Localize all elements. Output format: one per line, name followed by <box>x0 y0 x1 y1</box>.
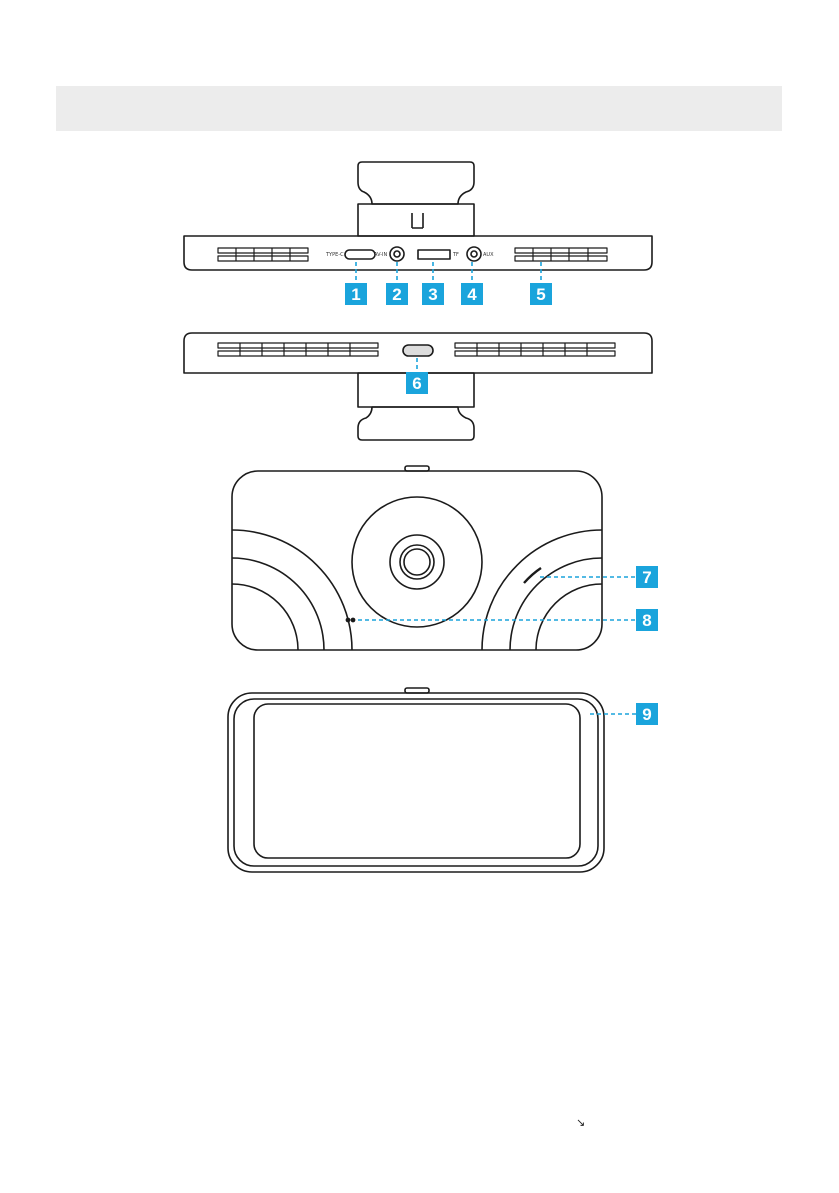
callout-8-label: 8 <box>642 611 651 630</box>
mount-clip <box>412 213 423 228</box>
callout-9-label: 9 <box>642 705 651 724</box>
callout-7-label: 7 <box>642 568 651 587</box>
callout-9: 9 <box>636 703 658 725</box>
front-arc-right-2 <box>510 558 602 650</box>
screen <box>254 704 580 858</box>
vents-bottom-right <box>455 343 615 356</box>
lens-glass <box>404 549 430 575</box>
back-body-inner <box>234 699 598 866</box>
back-body-outer <box>228 693 604 872</box>
front-view <box>232 466 602 650</box>
lens-outer-ring <box>352 497 482 627</box>
mount-stem-top <box>358 204 474 236</box>
back-view <box>228 688 604 872</box>
mount-knob-top <box>358 162 474 204</box>
port-label-tf: TF <box>452 252 459 258</box>
front-arc-right-3 <box>536 584 602 650</box>
callout-2-label: 2 <box>392 285 401 304</box>
callout-7: 7 <box>636 566 658 588</box>
callout-6-label: 6 <box>412 374 421 393</box>
mic-hole <box>351 618 354 621</box>
callout-3: 3 <box>422 283 444 305</box>
lens-inner <box>400 545 434 579</box>
leader-lines <box>356 262 636 714</box>
tf-slot <box>418 250 450 259</box>
callout-1: 1 <box>345 283 367 305</box>
callout-4-label: 4 <box>467 285 477 304</box>
callout-8: 8 <box>636 609 658 631</box>
mount-knob-bottom <box>358 407 474 440</box>
vents-right <box>515 248 607 261</box>
port-labels: TYPE-C AV-IN TF AUX <box>325 252 494 258</box>
aux-port <box>467 247 481 261</box>
speaker-slot <box>524 568 541 583</box>
port-label-type-c: TYPE-C <box>325 252 344 258</box>
callout-3-label: 3 <box>428 285 437 304</box>
callout-2: 2 <box>386 283 408 305</box>
callouts: 1 2 3 4 5 6 7 8 <box>345 283 658 725</box>
lens-ring <box>390 535 444 589</box>
port-label-aux: AUX <box>483 252 494 258</box>
callout-5-label: 5 <box>536 285 545 304</box>
callout-6: 6 <box>406 372 428 394</box>
vents-left <box>218 248 308 261</box>
mic-hole <box>346 618 349 621</box>
av-in-port <box>390 247 404 261</box>
front-arc-left-3 <box>232 584 298 650</box>
aux-port-inner <box>471 251 477 257</box>
type-c-port <box>345 250 375 259</box>
front-arc-right-1 <box>482 530 602 650</box>
av-in-port-inner <box>394 251 400 257</box>
front-arc-left-2 <box>232 558 324 650</box>
arrow-down-right-icon: ↘ <box>576 1116 585 1129</box>
callout-1-label: 1 <box>351 285 360 304</box>
front-body <box>232 471 602 650</box>
top-view <box>184 162 652 270</box>
callout-5: 5 <box>530 283 552 305</box>
vents-bottom-left <box>218 343 378 356</box>
callout-4: 4 <box>461 283 483 305</box>
port-label-av-in: AV-IN <box>374 252 388 258</box>
reset-button <box>403 345 433 356</box>
front-arc-left-1 <box>232 530 352 650</box>
